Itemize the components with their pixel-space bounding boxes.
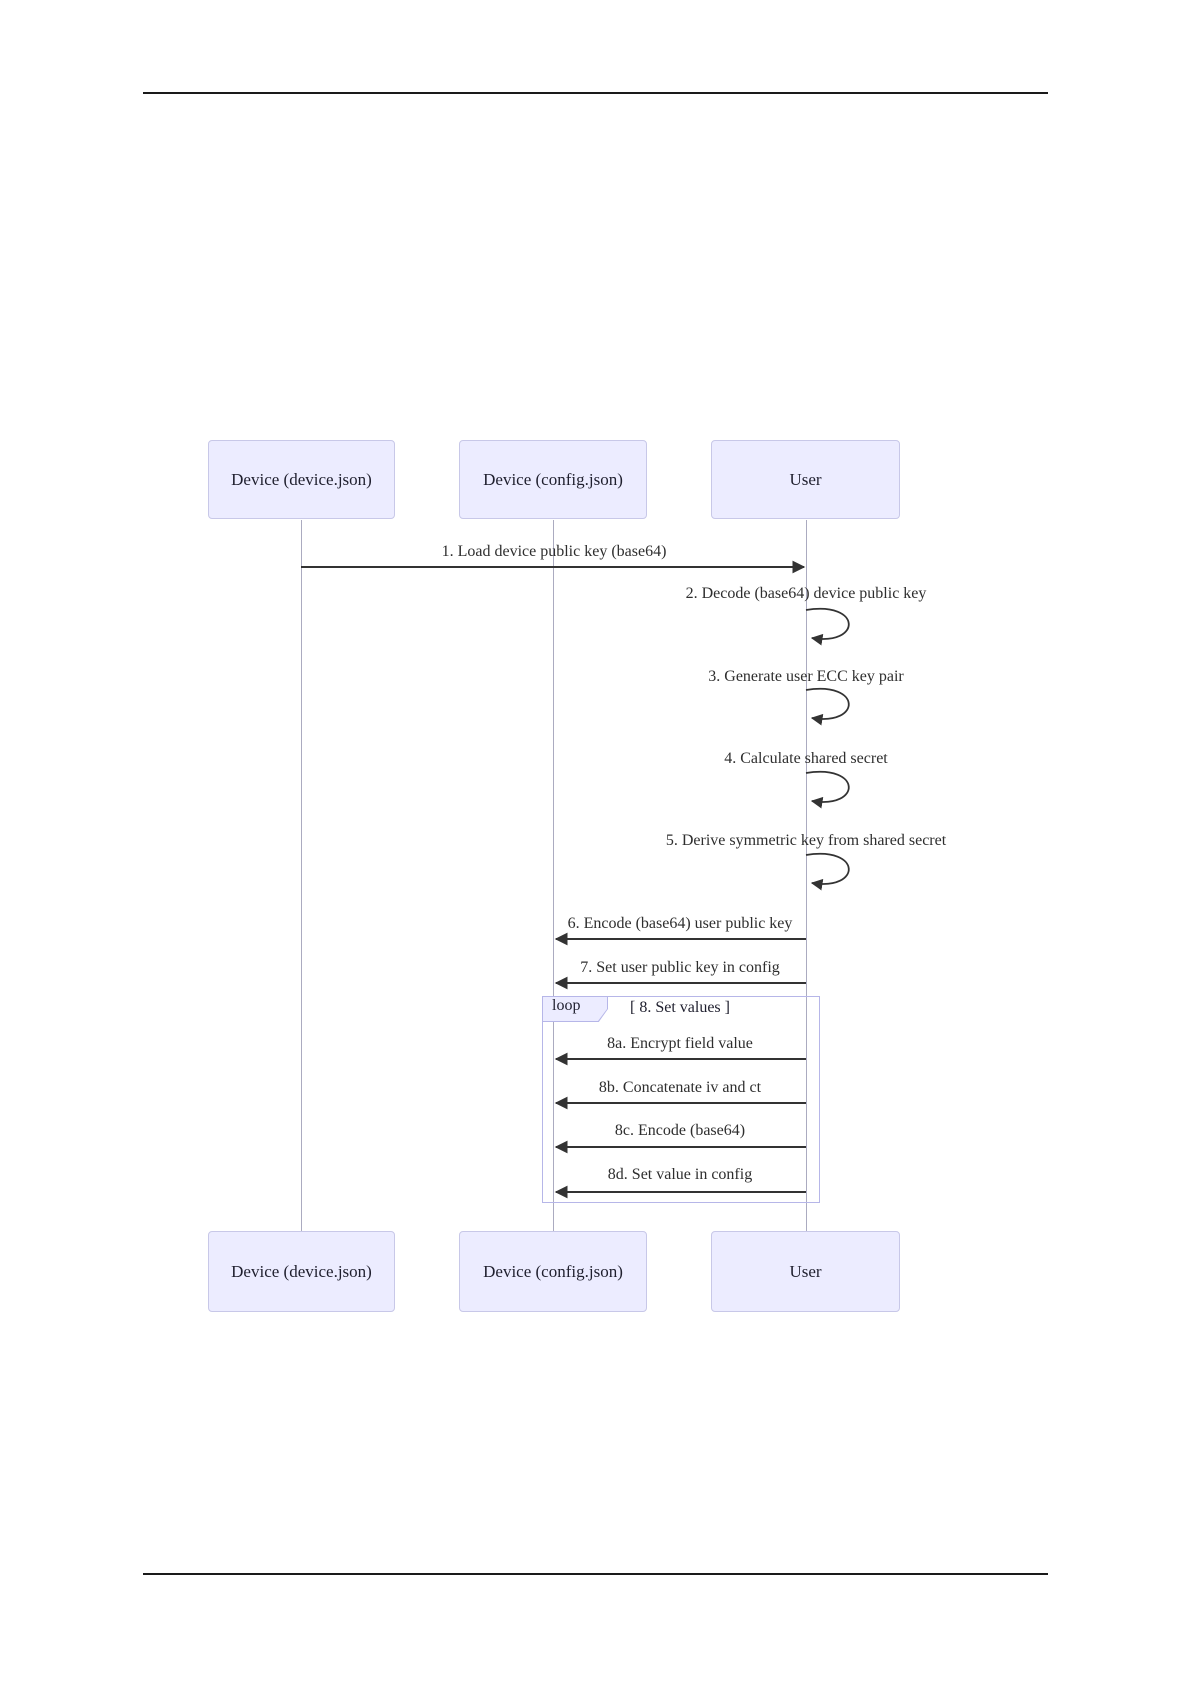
message-2-label: 2. Decode (base64) device public key — [685, 585, 927, 602]
loop-tab-fill — [543, 997, 607, 1021]
message-4-label: 4. Calculate shared secret — [724, 750, 888, 767]
message-3-label: 3. Generate user ECC key pair — [708, 668, 904, 685]
message-8a-label: 8a. Encrypt field value — [607, 1035, 753, 1052]
loop-label: loop — [552, 997, 581, 1014]
lifeline-config-json — [553, 520, 554, 1231]
actor-top-config-json: Device (config.json) — [459, 440, 647, 519]
actor-bottom-user: User — [711, 1231, 900, 1312]
arrow-self-message-2 — [805, 607, 850, 646]
loop-fragment-box — [542, 996, 820, 1203]
arrow-self-message-4 — [805, 770, 850, 809]
message-7-label: 7. Set user public key in config — [580, 959, 780, 976]
actor-bottom-device-json: Device (device.json) — [208, 1231, 395, 1312]
loop-condition-label: [ 8. Set values ] — [630, 999, 730, 1016]
arrow-self-message-3 — [805, 687, 850, 726]
loop-label-tab: loop — [542, 996, 608, 1022]
page-footer-rule — [143, 1573, 1048, 1575]
arrow-self-message-5 — [805, 852, 850, 891]
message-1-label: 1. Load device public key (base64) — [441, 543, 667, 560]
lifeline-device-json — [301, 520, 302, 1231]
message-8c-label: 8c. Encode (base64) — [614, 1122, 746, 1139]
message-5-label: 5. Derive symmetric key from shared secr… — [665, 832, 947, 849]
actor-top-device-json: Device (device.json) — [208, 440, 395, 519]
message-8b-label: 8b. Concatenate iv and ct — [598, 1079, 762, 1096]
page-header-rule — [143, 92, 1048, 94]
message-6-label: 6. Encode (base64) user public key — [567, 915, 793, 932]
message-8d-label: 8d. Set value in config — [607, 1166, 753, 1183]
actor-top-user: User — [711, 440, 900, 519]
actor-bottom-config-json: Device (config.json) — [459, 1231, 647, 1312]
